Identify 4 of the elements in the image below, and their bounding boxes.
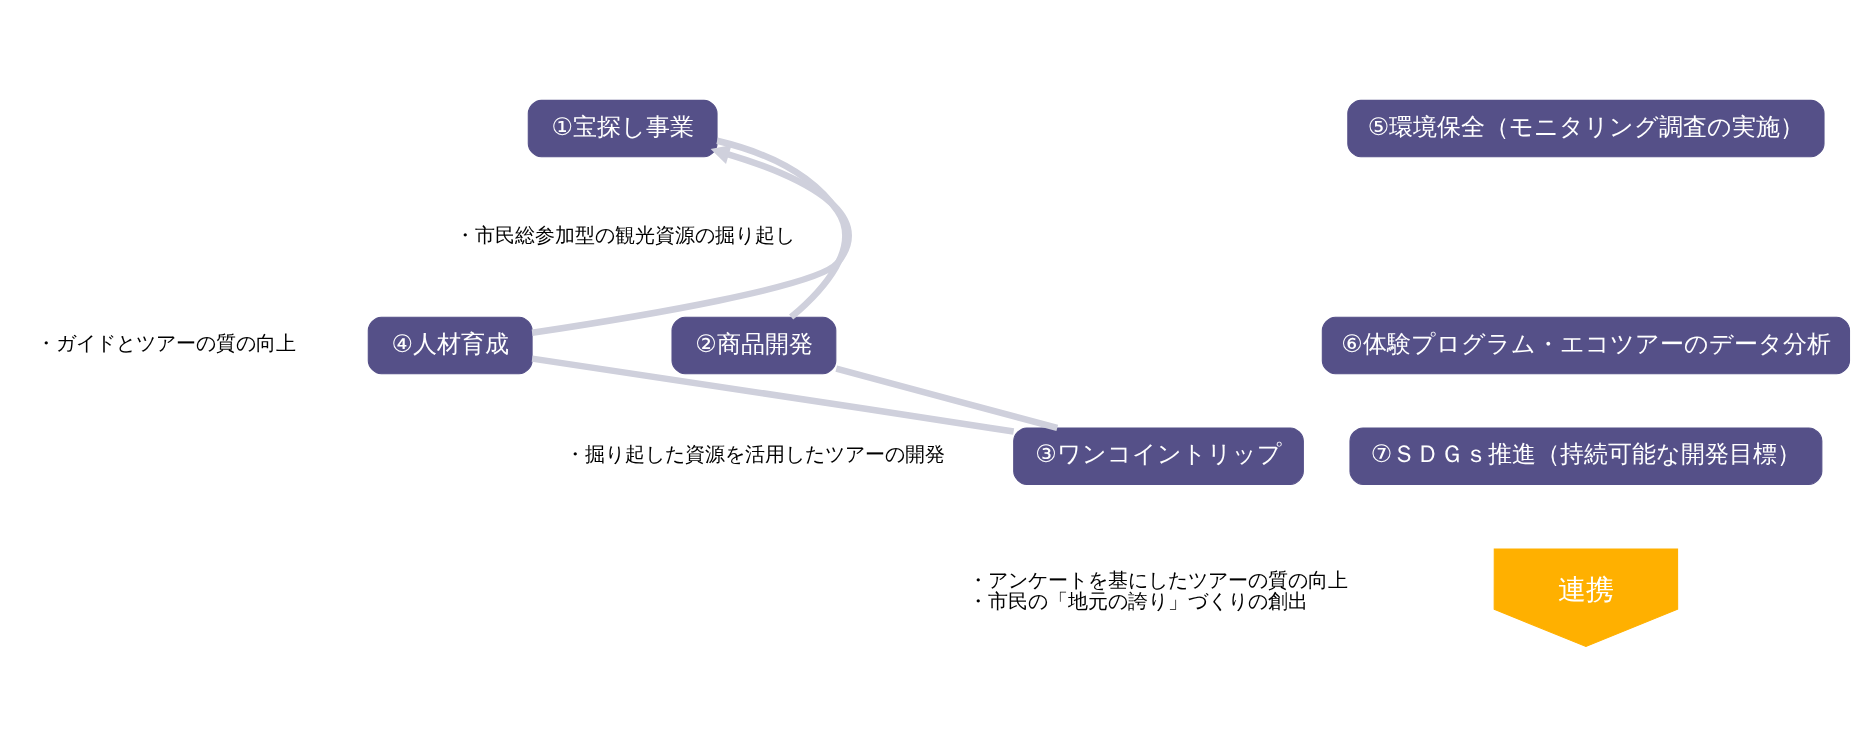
node-label: ・アンケートを基にしたツアーの質の向上	[967, 568, 1348, 592]
node-label: ・掘り起した資源を活用したツアーの開発	[564, 442, 945, 466]
node-label: ・ガイドとツアーの質の向上	[36, 331, 297, 355]
node-label: ・市民総参加型の観光資源の掘り起し	[454, 223, 795, 247]
